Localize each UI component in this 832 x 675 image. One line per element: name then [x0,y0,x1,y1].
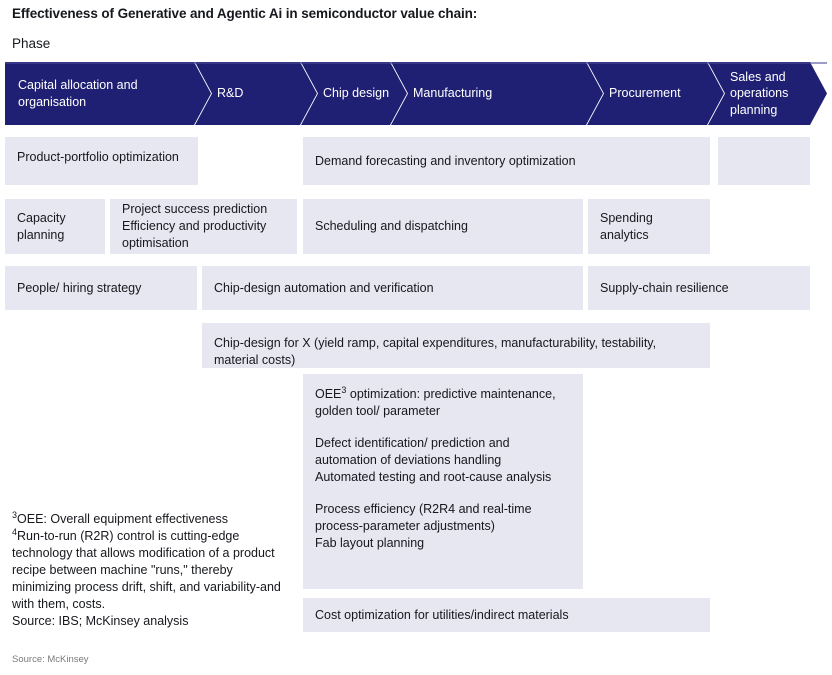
oee-paragraph-1: OEE3 optimization: predictive maintenanc… [315,384,556,418]
footnote-marker-3: 3 [12,509,18,520]
capability-card-oee-optimization[interactable]: OEE3 optimization: predictive maintenanc… [303,374,583,589]
capability-card-supply-chain-resilience[interactable]: Supply-chain resilience [588,266,810,310]
phase-segment-label: Capital allocation and organisation [18,78,138,109]
phase-segment-manufacturing[interactable]: Manufacturing [391,62,603,125]
phase-segment-label: R&D [217,86,244,101]
footnote-marker-3: 3 [341,384,347,395]
phase-segment-label: Sales and operations planning [730,69,789,117]
phase-segment-sales-operations-planning[interactable]: Sales and operations planning [708,62,827,125]
capability-card-text: Spending analytics [600,210,653,242]
capability-card-chip-design-for-x[interactable]: Chip-design for X (yield ramp, capital e… [202,323,710,368]
footnote-marker-4: 4 [12,526,18,537]
phase-segment-chip-design[interactable]: Chip design [301,62,407,125]
capability-card-scheduling-dispatching[interactable]: Scheduling and dispatching [303,199,583,254]
capability-card-people-hiring-strategy[interactable]: People/ hiring strategy [5,266,197,310]
oee-paragraph-2: Defect identification/ prediction and au… [315,436,552,484]
capability-card-capacity-planning[interactable]: Capacity planning [5,199,105,254]
capability-card-text: Chip-design for X (yield ramp, capital e… [214,336,657,367]
phase-segment-procurement[interactable]: Procurement [587,62,724,125]
phase-axis-label: Phase [12,36,51,51]
capability-card-text: People/ hiring strategy [17,280,142,295]
capability-card-text: Chip-design automation and verification [214,280,434,295]
page-title: Effectiveness of Generative and Agentic … [12,6,478,21]
capability-card-cost-optimization[interactable]: Cost optimization for utilities/indirect… [303,598,710,632]
capability-card-text: Supply-chain resilience [600,280,729,295]
capability-card-text: Demand forecasting and inventory optimiz… [315,153,576,168]
capability-card-text: Product-portfolio optimization [17,150,179,164]
capability-card-chip-design-automation[interactable]: Chip-design automation and verification [202,266,583,310]
capability-card-row1-empty[interactable] [718,137,810,185]
capability-card-text: Scheduling and dispatching [315,219,468,233]
phase-segment-label: Chip design [323,86,390,101]
oee-paragraph-3: Process efficiency (R2R4 and real-time p… [315,502,532,550]
oee-card-body: OEE3 optimization: predictive maintenanc… [303,374,583,564]
capability-card-product-portfolio-optimization[interactable]: Product-portfolio optimization [5,137,198,185]
capability-card-text: Cost optimization for utilities/indirect… [315,607,569,622]
phase-segment-rnd[interactable]: R&D [195,62,317,125]
source-line: Source: McKinsey [12,654,89,665]
capability-card-text: Capacity planning [17,210,66,242]
capability-card-spending-analytics[interactable]: Spending analytics [588,199,710,254]
phase-segment-capital-allocation[interactable]: Capital allocation and organisation [5,62,211,125]
phase-arrow-bar: Capital allocation and organisation R&D … [5,62,827,125]
capability-card-demand-forecasting[interactable]: Demand forecasting and inventory optimiz… [303,137,710,185]
capability-card-project-success-prediction[interactable]: Project success prediction Efficiency an… [110,199,297,254]
capability-card-text: Project success prediction Efficiency an… [122,202,268,250]
phase-segment-label: Procurement [609,86,681,101]
phase-segment-label: Manufacturing [413,86,493,101]
